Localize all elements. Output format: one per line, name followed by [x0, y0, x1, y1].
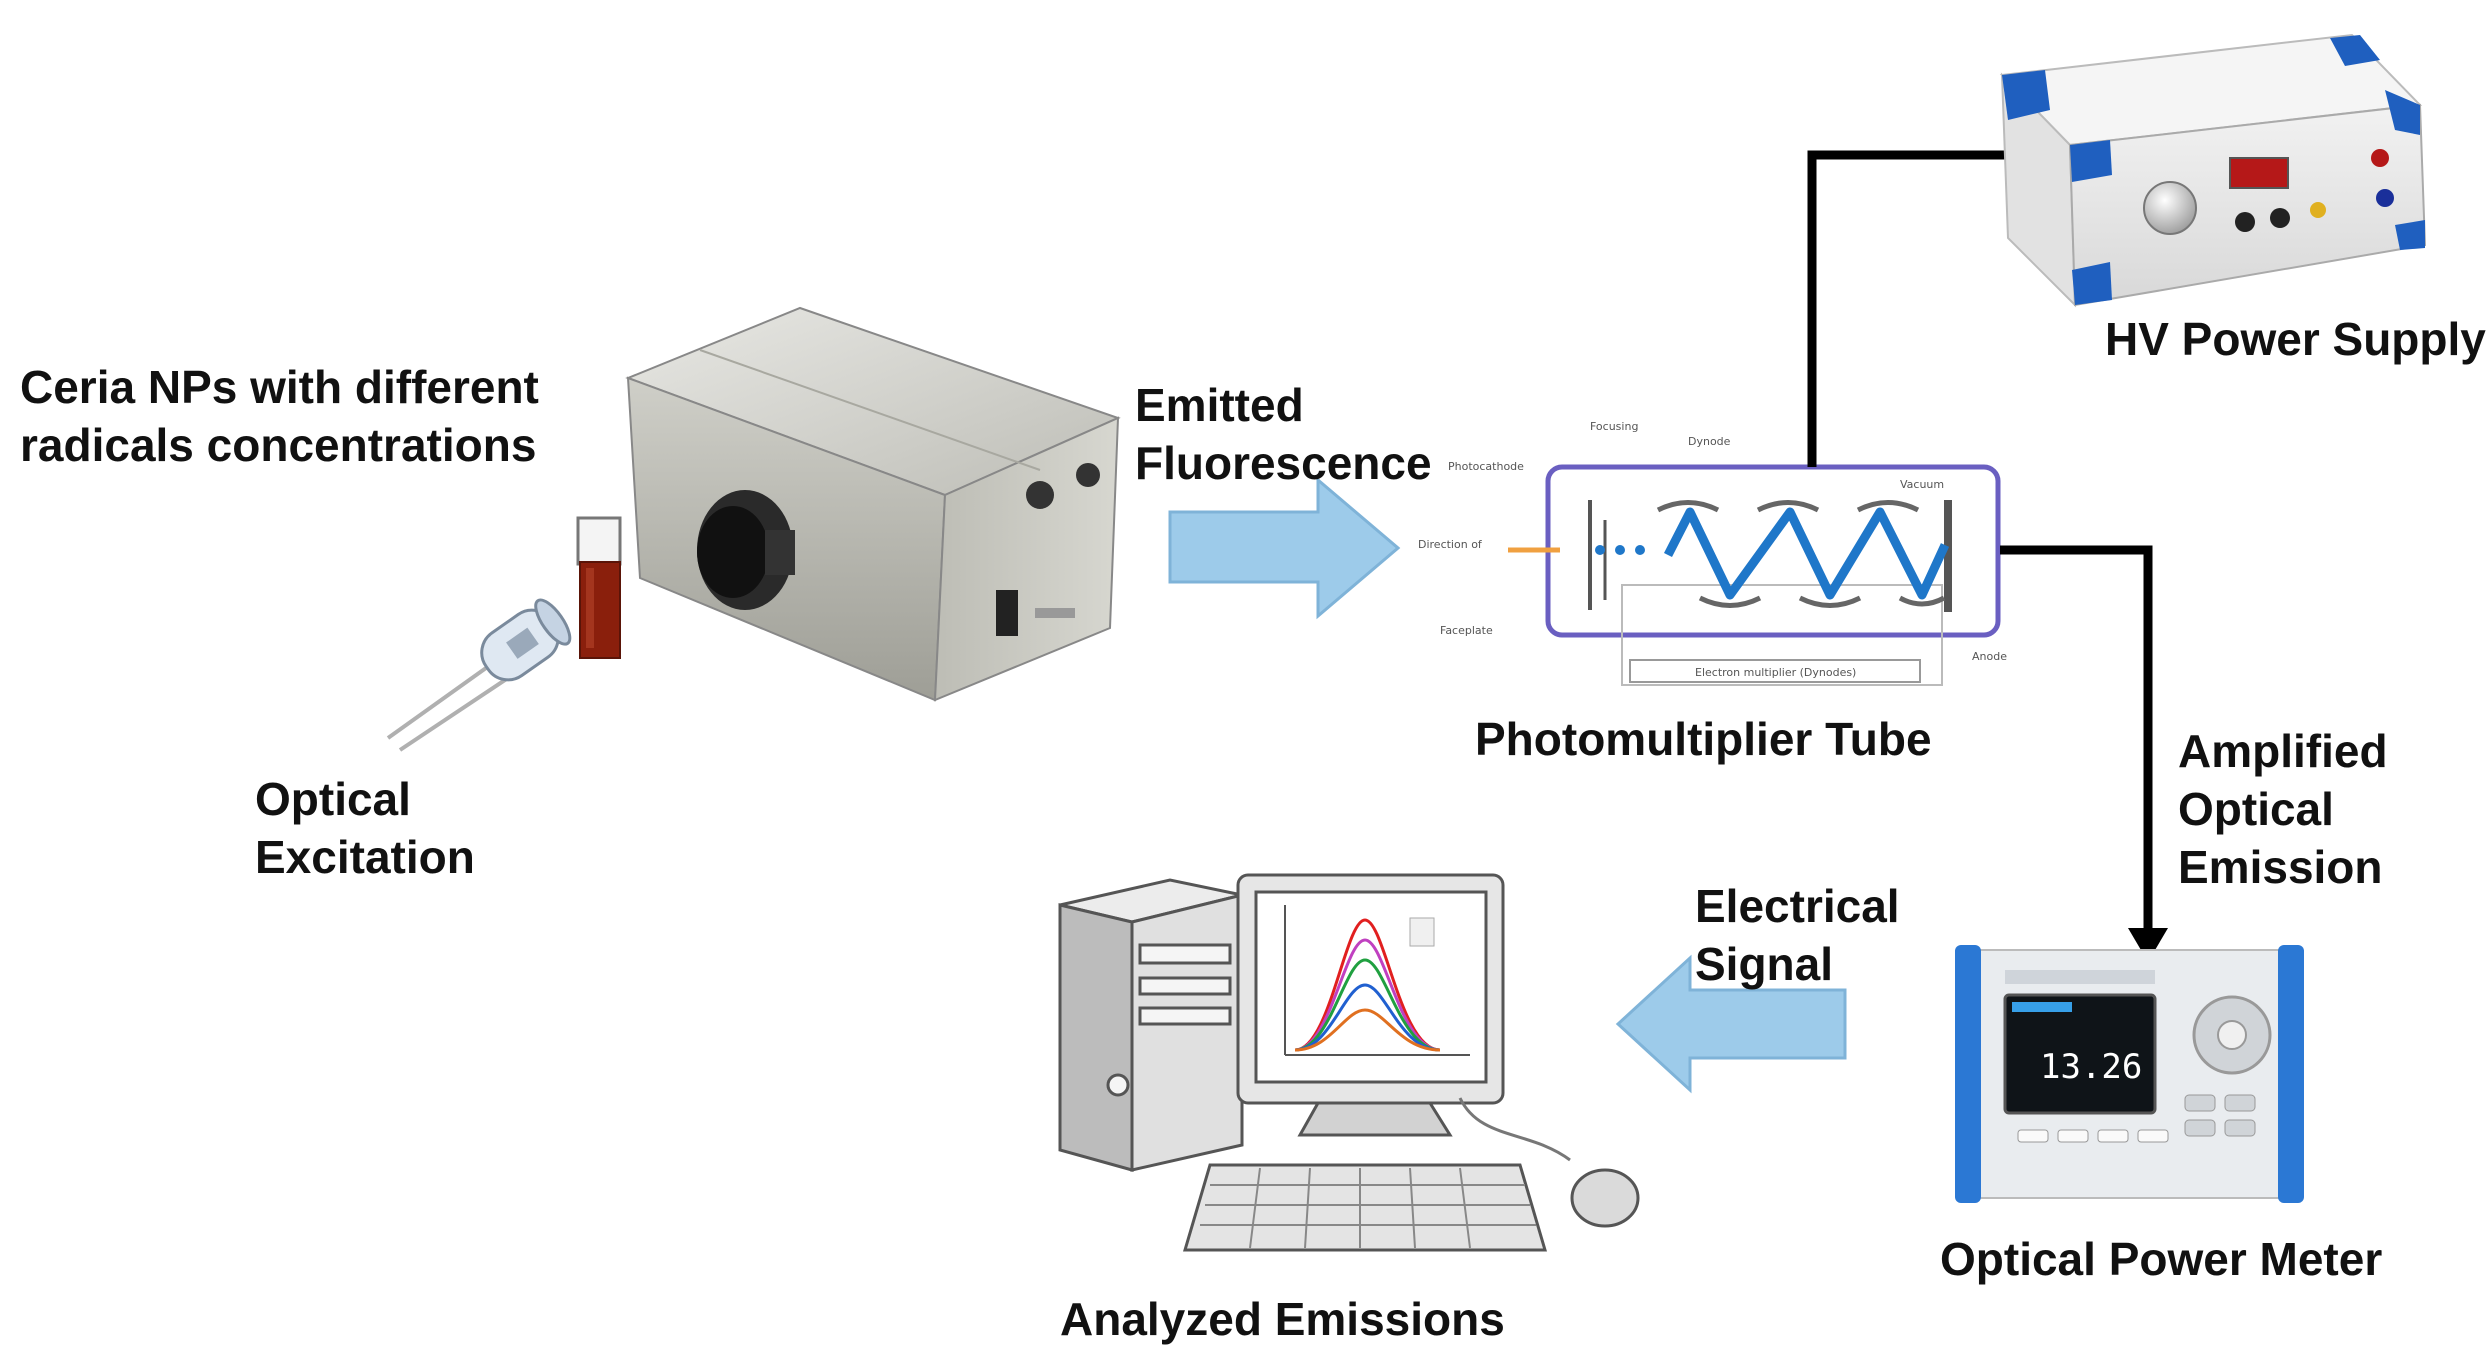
emitted-fluorescence-arrow [1168, 476, 1401, 620]
pmt-label: Photomultiplier Tube [1475, 710, 1932, 768]
svg-text:Anode: Anode [1972, 650, 2007, 663]
ceria-label-line1: Ceria NPs with different [20, 361, 539, 413]
hv-power-supply-text: HV Power Supply [2105, 313, 2486, 365]
amplified-line2: Optical [2178, 783, 2334, 835]
svg-text:Vacuum: Vacuum [1900, 478, 1944, 491]
pmt-label-text: Photomultiplier Tube [1475, 713, 1932, 765]
optical-excitation-label: Optical Excitation [255, 770, 475, 886]
electrical-signal-line1: Electrical [1695, 880, 1900, 932]
ceria-label: Ceria NPs with different radicals concen… [20, 358, 539, 474]
electrical-signal-arrow [1615, 954, 1847, 1094]
hv-power-supply-device [1999, 33, 2427, 308]
amplified-emission-label: Amplified Optical Emission [2178, 722, 2388, 896]
optical-power-meter-device: 13.26 [1955, 945, 2304, 1203]
pmt-schematic: Photocathode Focusing Dynode Vacuum Dire… [1418, 420, 2007, 686]
spectrum-plot [1284, 905, 1470, 1056]
wires [1807, 150, 2168, 962]
electrical-signal-line2: Signal [1695, 938, 1834, 990]
emitted-fluorescence-line2: Fluorescence [1135, 437, 1432, 489]
emitted-fluorescence-label: Emitted Fluorescence [1135, 376, 1432, 492]
led-source [386, 598, 572, 752]
emitted-fluorescence-line1: Emitted [1135, 379, 1304, 431]
optical-excitation-line1: Optical [255, 773, 411, 825]
svg-text:Photocathode: Photocathode [1448, 460, 1524, 473]
svg-text:Focusing: Focusing [1590, 420, 1638, 433]
meter-reading: 13.26 [2040, 1047, 2142, 1087]
svg-text:Direction of: Direction of [1418, 538, 1483, 551]
ceria-label-line2: radicals concentrations [20, 419, 537, 471]
computer [1058, 873, 1640, 1252]
amplified-line3: Emission [2178, 841, 2383, 893]
optical-excitation-line2: Excitation [255, 831, 475, 883]
spectrometer-device [625, 306, 1121, 702]
analyzed-emissions-label: Analyzed Emissions [1060, 1290, 1505, 1348]
hv-power-supply-label: HV Power Supply [2105, 310, 2486, 368]
sample-vial [576, 516, 622, 659]
svg-text:Dynode: Dynode [1688, 435, 1731, 448]
amplified-line1: Amplified [2178, 725, 2388, 777]
svg-text:Electron multiplier (Dynodes): Electron multiplier (Dynodes) [1695, 666, 1856, 679]
optical-power-meter-label: Optical Power Meter [1940, 1230, 2382, 1288]
analyzed-emissions-text: Analyzed Emissions [1060, 1293, 1505, 1345]
svg-text:Faceplate: Faceplate [1440, 624, 1493, 637]
optical-power-meter-text: Optical Power Meter [1940, 1233, 2383, 1285]
electrical-signal-label: Electrical Signal [1695, 877, 1900, 993]
